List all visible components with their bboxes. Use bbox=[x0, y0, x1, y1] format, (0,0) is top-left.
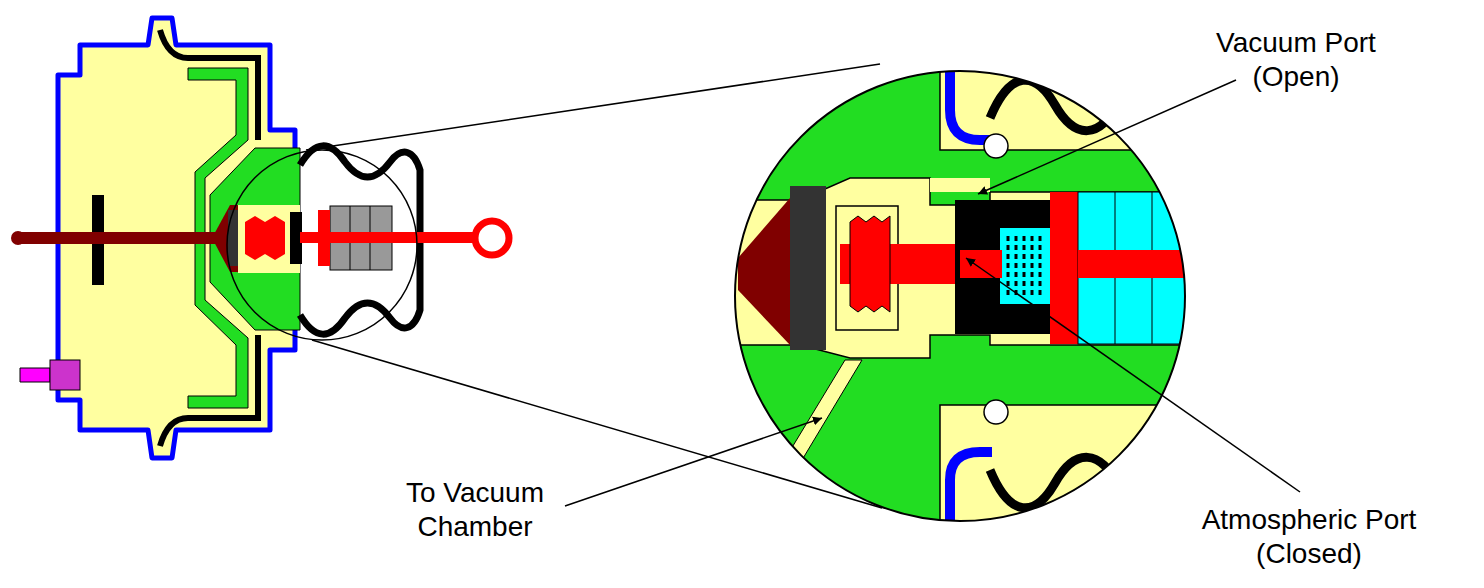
vacuum-passage bbox=[742, 360, 862, 530]
leader-line bbox=[978, 80, 1236, 194]
leader-line bbox=[565, 418, 822, 506]
reaction-disc bbox=[790, 186, 826, 350]
valve-body-lower bbox=[730, 335, 1192, 540]
dust-boot bbox=[990, 76, 1195, 512]
vacuum-port-gap bbox=[930, 178, 990, 192]
callout-label: To Vacuum Chamber bbox=[375, 476, 575, 544]
check-valve-body bbox=[50, 360, 80, 390]
booster-overview bbox=[11, 18, 509, 458]
seal-ring bbox=[984, 134, 1008, 158]
poppet-spring bbox=[1008, 236, 1040, 296]
valve-closeup bbox=[730, 55, 1220, 545]
valve-hub bbox=[210, 148, 300, 330]
diaphragm-edge bbox=[950, 55, 992, 545]
output-rod bbox=[16, 232, 216, 244]
callout-label: Atmospheric Port (Closed) bbox=[1168, 503, 1450, 571]
check-valve bbox=[20, 368, 50, 382]
plunger-tip bbox=[960, 250, 1002, 278]
plunger-collar bbox=[318, 210, 330, 266]
pushrod bbox=[1078, 250, 1220, 278]
poppet-spring-bore bbox=[1000, 228, 1050, 304]
pushrod-clevis bbox=[475, 221, 509, 255]
reaction-cone bbox=[212, 205, 238, 272]
magnifier-circle bbox=[227, 150, 417, 340]
output-rod-end bbox=[11, 231, 25, 245]
callout-label: Vacuum Port (Open) bbox=[1196, 26, 1396, 94]
plunger-bellows bbox=[850, 216, 890, 312]
closeup-outline bbox=[735, 71, 1185, 521]
valve-bellows bbox=[245, 216, 285, 260]
plunger-collar bbox=[1050, 192, 1078, 344]
leader-line bbox=[966, 258, 1300, 492]
zoom-line bbox=[306, 64, 880, 150]
reaction-cone bbox=[738, 198, 790, 345]
poppet-valve bbox=[955, 200, 1050, 334]
reaction-disc bbox=[228, 210, 238, 266]
seal-ring bbox=[984, 400, 1008, 424]
